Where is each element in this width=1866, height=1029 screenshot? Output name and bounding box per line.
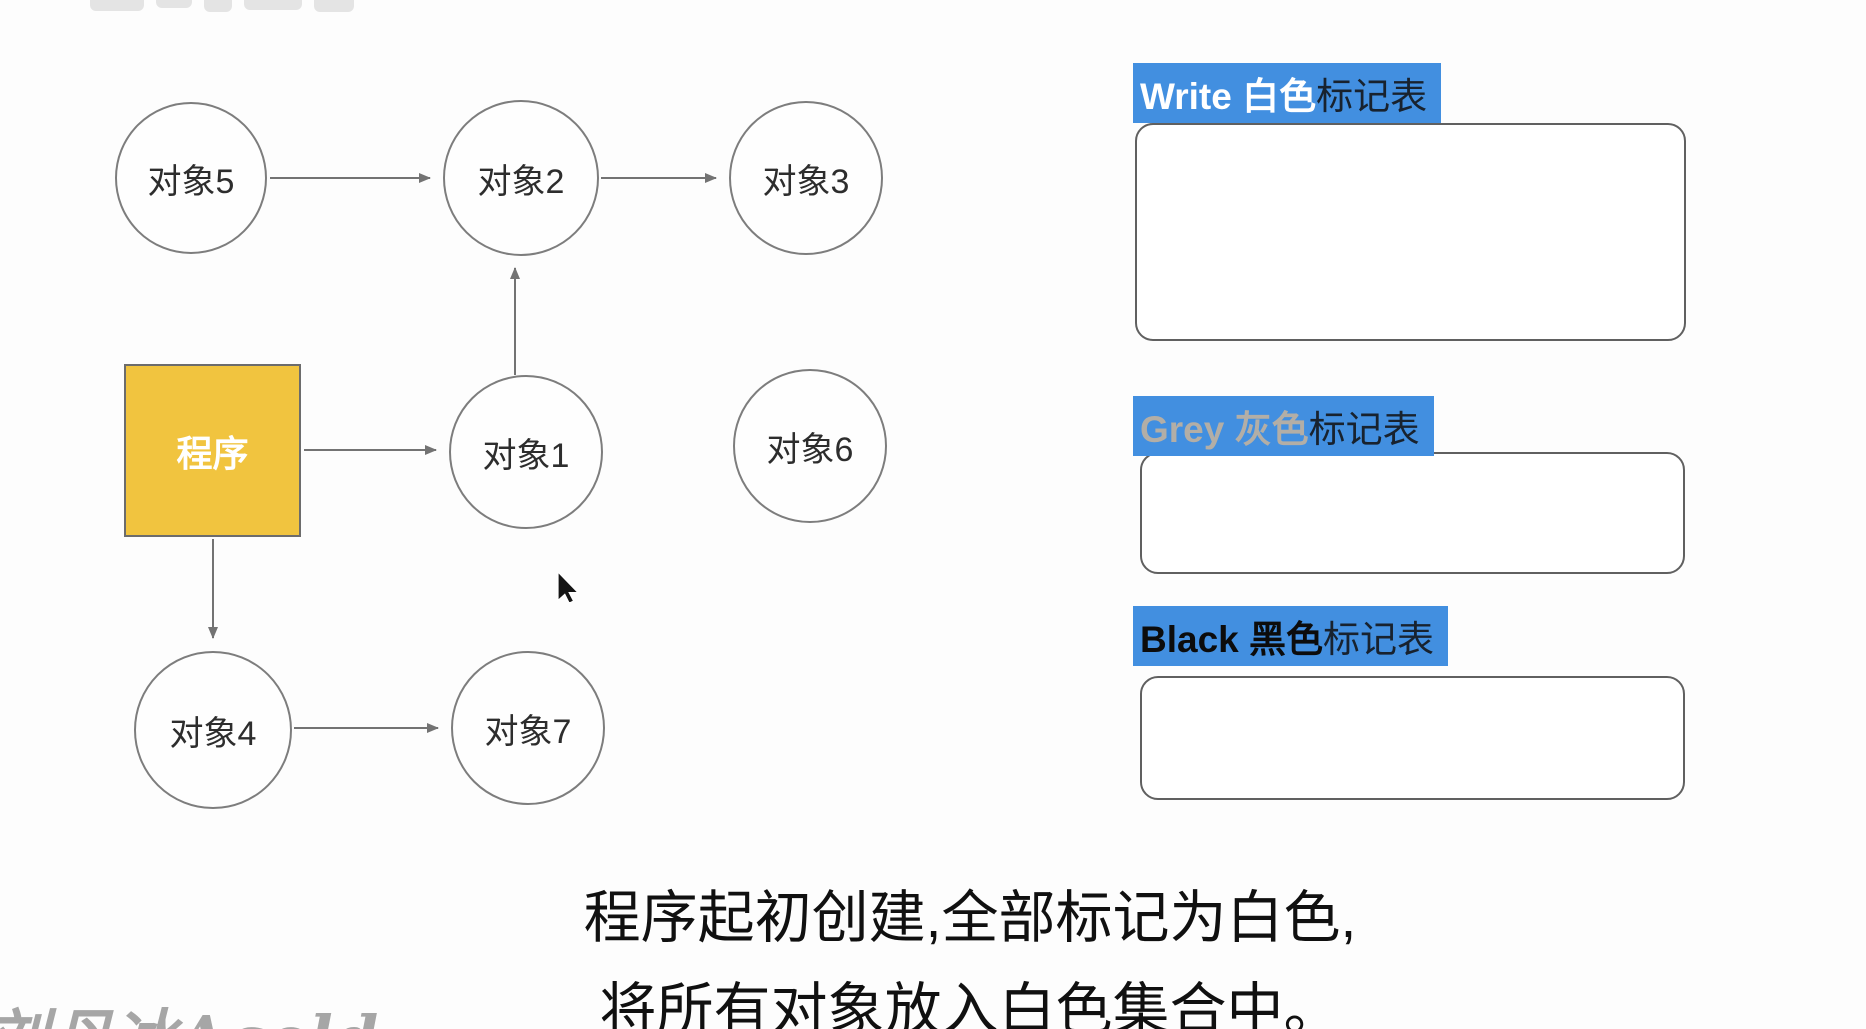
- grey-table-box: [1140, 452, 1685, 574]
- node-obj5[interactable]: 对象5: [115, 102, 267, 254]
- node-obj3[interactable]: 对象3: [729, 101, 883, 255]
- node-obj1[interactable]: 对象1: [449, 375, 603, 529]
- grey-table-label-suffix: 标记表: [1308, 409, 1420, 450]
- white-table-label-prefix: Write 白色: [1140, 76, 1317, 117]
- node-obj7-label: 对象7: [484, 712, 572, 751]
- node-obj5-label: 对象5: [147, 162, 235, 201]
- watermark-blob: [204, 0, 232, 12]
- black-table-label-prefix: Black 黑色: [1140, 619, 1324, 660]
- watermark-blob: [244, 0, 302, 10]
- white-table-label-suffix: 标记表: [1316, 76, 1428, 117]
- node-program-label: 程序: [176, 432, 249, 474]
- watermark-blob: [90, 0, 144, 11]
- white-table-box: [1135, 123, 1686, 341]
- node-obj2[interactable]: 对象2: [443, 100, 599, 256]
- node-obj3-label: 对象3: [762, 162, 850, 201]
- watermark-blob: [156, 0, 192, 8]
- node-obj4-label: 对象4: [169, 714, 257, 753]
- white-table-label: Write 白色标记表: [1133, 63, 1442, 123]
- caption-line-2: 将所有对象放入白色集合中。: [599, 978, 1341, 1029]
- black-table-label-suffix: 标记表: [1323, 619, 1435, 660]
- top-watermark-fragment: [90, 0, 354, 13]
- node-obj2-label: 对象2: [477, 162, 565, 201]
- node-obj7[interactable]: 对象7: [451, 651, 605, 805]
- node-obj1-label: 对象1: [482, 436, 570, 475]
- node-obj6-label: 对象6: [766, 430, 854, 469]
- node-obj4[interactable]: 对象4: [134, 651, 292, 809]
- node-program[interactable]: 程序: [124, 364, 301, 537]
- node-obj6[interactable]: 对象6: [733, 369, 887, 523]
- watermark-blob: [314, 0, 354, 12]
- caption-text: 程序起初创建,全部标记为白色, 将所有对象放入白色集合中。: [420, 872, 1520, 1029]
- black-table-box: [1140, 676, 1685, 800]
- author-watermark: 刘丹冰Aceld: [0, 988, 380, 1029]
- mouse-cursor-icon: [557, 572, 580, 602]
- black-table-label: Black 黑色标记表: [1133, 606, 1449, 666]
- caption-line-1: 程序起初创建,全部标记为白色,: [583, 886, 1357, 950]
- grey-table-label: Grey 灰色标记表: [1133, 396, 1434, 456]
- grey-table-label-prefix: Grey 灰色: [1140, 409, 1309, 450]
